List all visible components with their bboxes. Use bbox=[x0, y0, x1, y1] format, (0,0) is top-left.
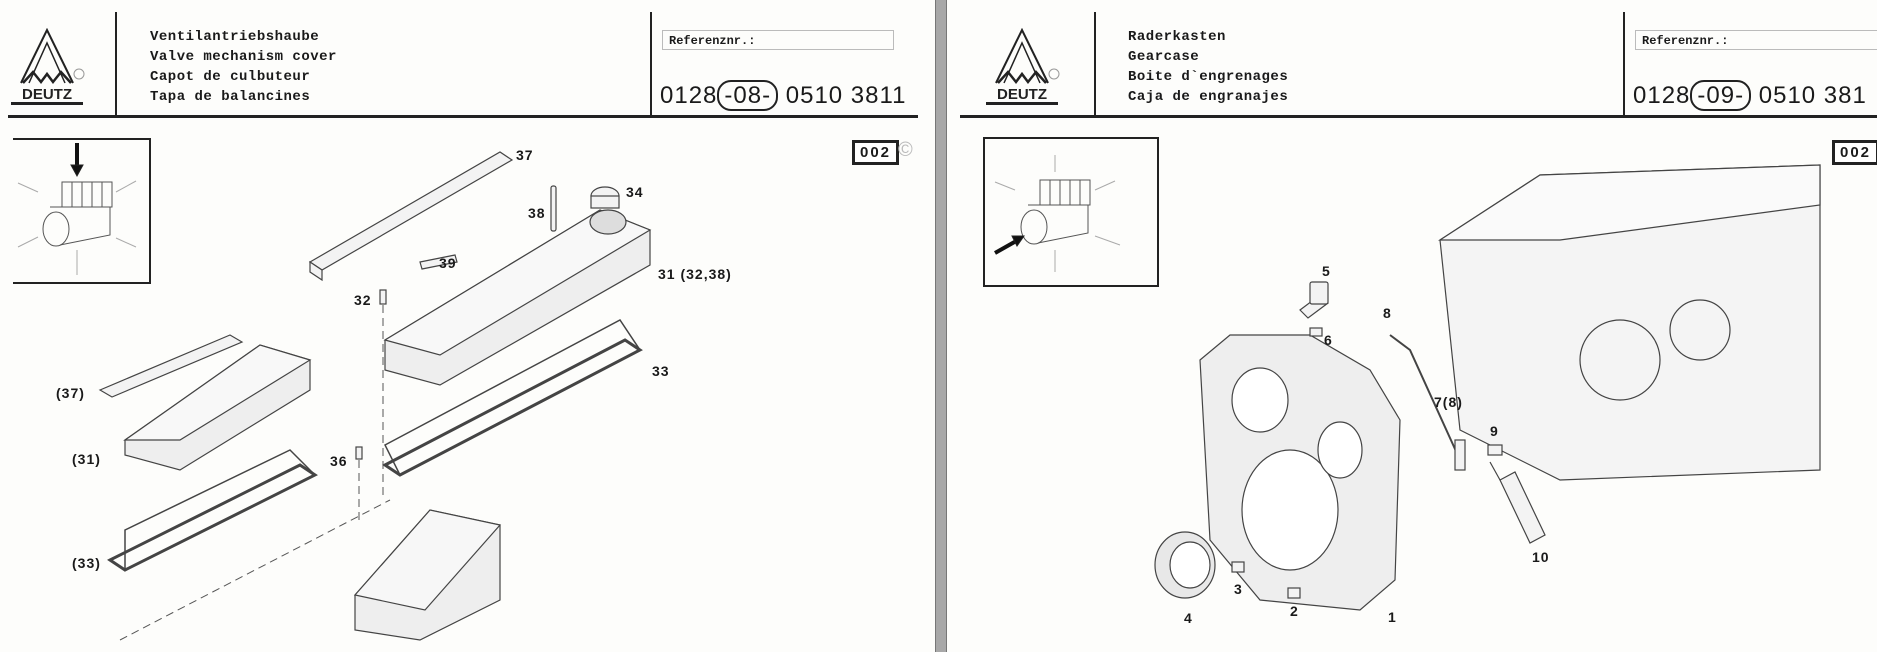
callout-7: 7(8) bbox=[1434, 394, 1463, 410]
page-divider bbox=[935, 0, 947, 652]
reference-field[interactable]: Referenznr.: bbox=[1635, 30, 1877, 50]
callout-31: 31 (32,38) bbox=[658, 266, 732, 282]
header-rule bbox=[8, 115, 918, 118]
copyright-icon: © bbox=[898, 139, 913, 161]
callout-3: 3 bbox=[1234, 581, 1243, 597]
callout-31-alt: (31) bbox=[72, 451, 101, 467]
callout-38: 38 bbox=[528, 205, 546, 221]
callout-33-alt: (33) bbox=[72, 555, 101, 571]
callout-9: 9 bbox=[1490, 423, 1499, 439]
callout-5: 5 bbox=[1322, 263, 1331, 279]
page-number-box: 002 bbox=[852, 140, 900, 165]
title-fr: Capot de culbuteur bbox=[150, 69, 311, 85]
title-en: Gearcase bbox=[1128, 49, 1200, 65]
title-de: Ventilantriebshaube bbox=[150, 29, 320, 45]
callout-33: 33 bbox=[652, 363, 670, 379]
header-rule bbox=[960, 115, 1877, 118]
callout-2: 2 bbox=[1290, 603, 1299, 619]
title-es: Tapa de balancines bbox=[150, 89, 311, 105]
part-number: 0128-09- 0510 381 bbox=[1633, 80, 1867, 111]
header-divider bbox=[115, 12, 117, 117]
header-divider bbox=[650, 12, 652, 117]
callout-34: 34 bbox=[626, 184, 644, 200]
logo-text: DEUTZ bbox=[22, 86, 72, 103]
callout-4: 4 bbox=[1184, 610, 1193, 626]
callout-37-alt: (37) bbox=[56, 385, 85, 401]
callout-37: 37 bbox=[516, 147, 534, 163]
callout-32: 32 bbox=[354, 292, 372, 308]
view-orientation-box bbox=[983, 137, 1159, 287]
logo-text: DEUTZ bbox=[997, 86, 1047, 103]
title-en: Valve mechanism cover bbox=[150, 49, 337, 65]
page-number-box: 002 bbox=[1832, 140, 1877, 165]
callout-1: 1 bbox=[1388, 609, 1397, 625]
title-de: Raderkasten bbox=[1128, 29, 1226, 45]
deutz-logo: DEUTZ bbox=[984, 28, 1060, 108]
callout-39: 39 bbox=[439, 255, 457, 271]
part-number: 0128-08- 0510 3811 bbox=[660, 80, 907, 111]
view-orientation-box bbox=[13, 138, 151, 284]
reference-field[interactable]: Referenznr.: bbox=[662, 30, 894, 50]
header-divider bbox=[1094, 12, 1096, 117]
title-fr: Boite d`engrenages bbox=[1128, 69, 1289, 85]
deutz-logo-mark: DEUTZ bbox=[986, 28, 1060, 105]
deutz-logo: DEUTZ bbox=[9, 28, 85, 108]
title-es: Caja de engranajes bbox=[1128, 89, 1289, 105]
callout-10: 10 bbox=[1532, 549, 1550, 565]
callout-36: 36 bbox=[330, 453, 348, 469]
callout-8: 8 bbox=[1383, 305, 1392, 321]
valve-cover-drawing bbox=[13, 138, 652, 641]
header-divider bbox=[1623, 12, 1625, 117]
deutz-logo-mark: DEUTZ bbox=[11, 28, 85, 105]
group-number: -08- bbox=[717, 80, 779, 111]
callout-6: 6 bbox=[1324, 332, 1333, 348]
group-number: -09- bbox=[1690, 80, 1752, 111]
